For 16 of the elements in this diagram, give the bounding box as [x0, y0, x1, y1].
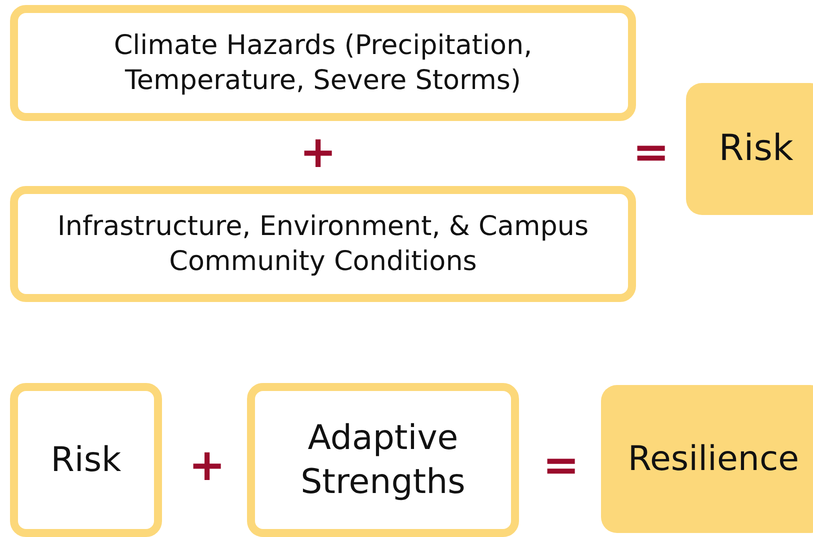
- factor-box: [10, 5, 636, 121]
- box-text: Risk: [718, 126, 794, 171]
- factor-box: [10, 383, 162, 537]
- box-text: Risk: [50, 438, 122, 482]
- result-box: [686, 83, 813, 215]
- operator-sign: =: [632, 131, 670, 175]
- box-text: Adaptive Strengths: [300, 416, 466, 504]
- result-box: [601, 385, 813, 533]
- factor-box: [247, 383, 519, 537]
- operator-sign: +: [188, 444, 226, 488]
- box-text: Climate Hazards (Precipitation, Temperature, Severe Storms): [112, 28, 534, 98]
- operator-sign: +: [300, 131, 336, 175]
- operator-sign: =: [542, 444, 580, 488]
- box-text: Infrastructure, Environment, & Campus Community Conditions: [56, 210, 590, 279]
- box-text: Resilience: [626, 438, 800, 481]
- factor-box: [10, 186, 636, 302]
